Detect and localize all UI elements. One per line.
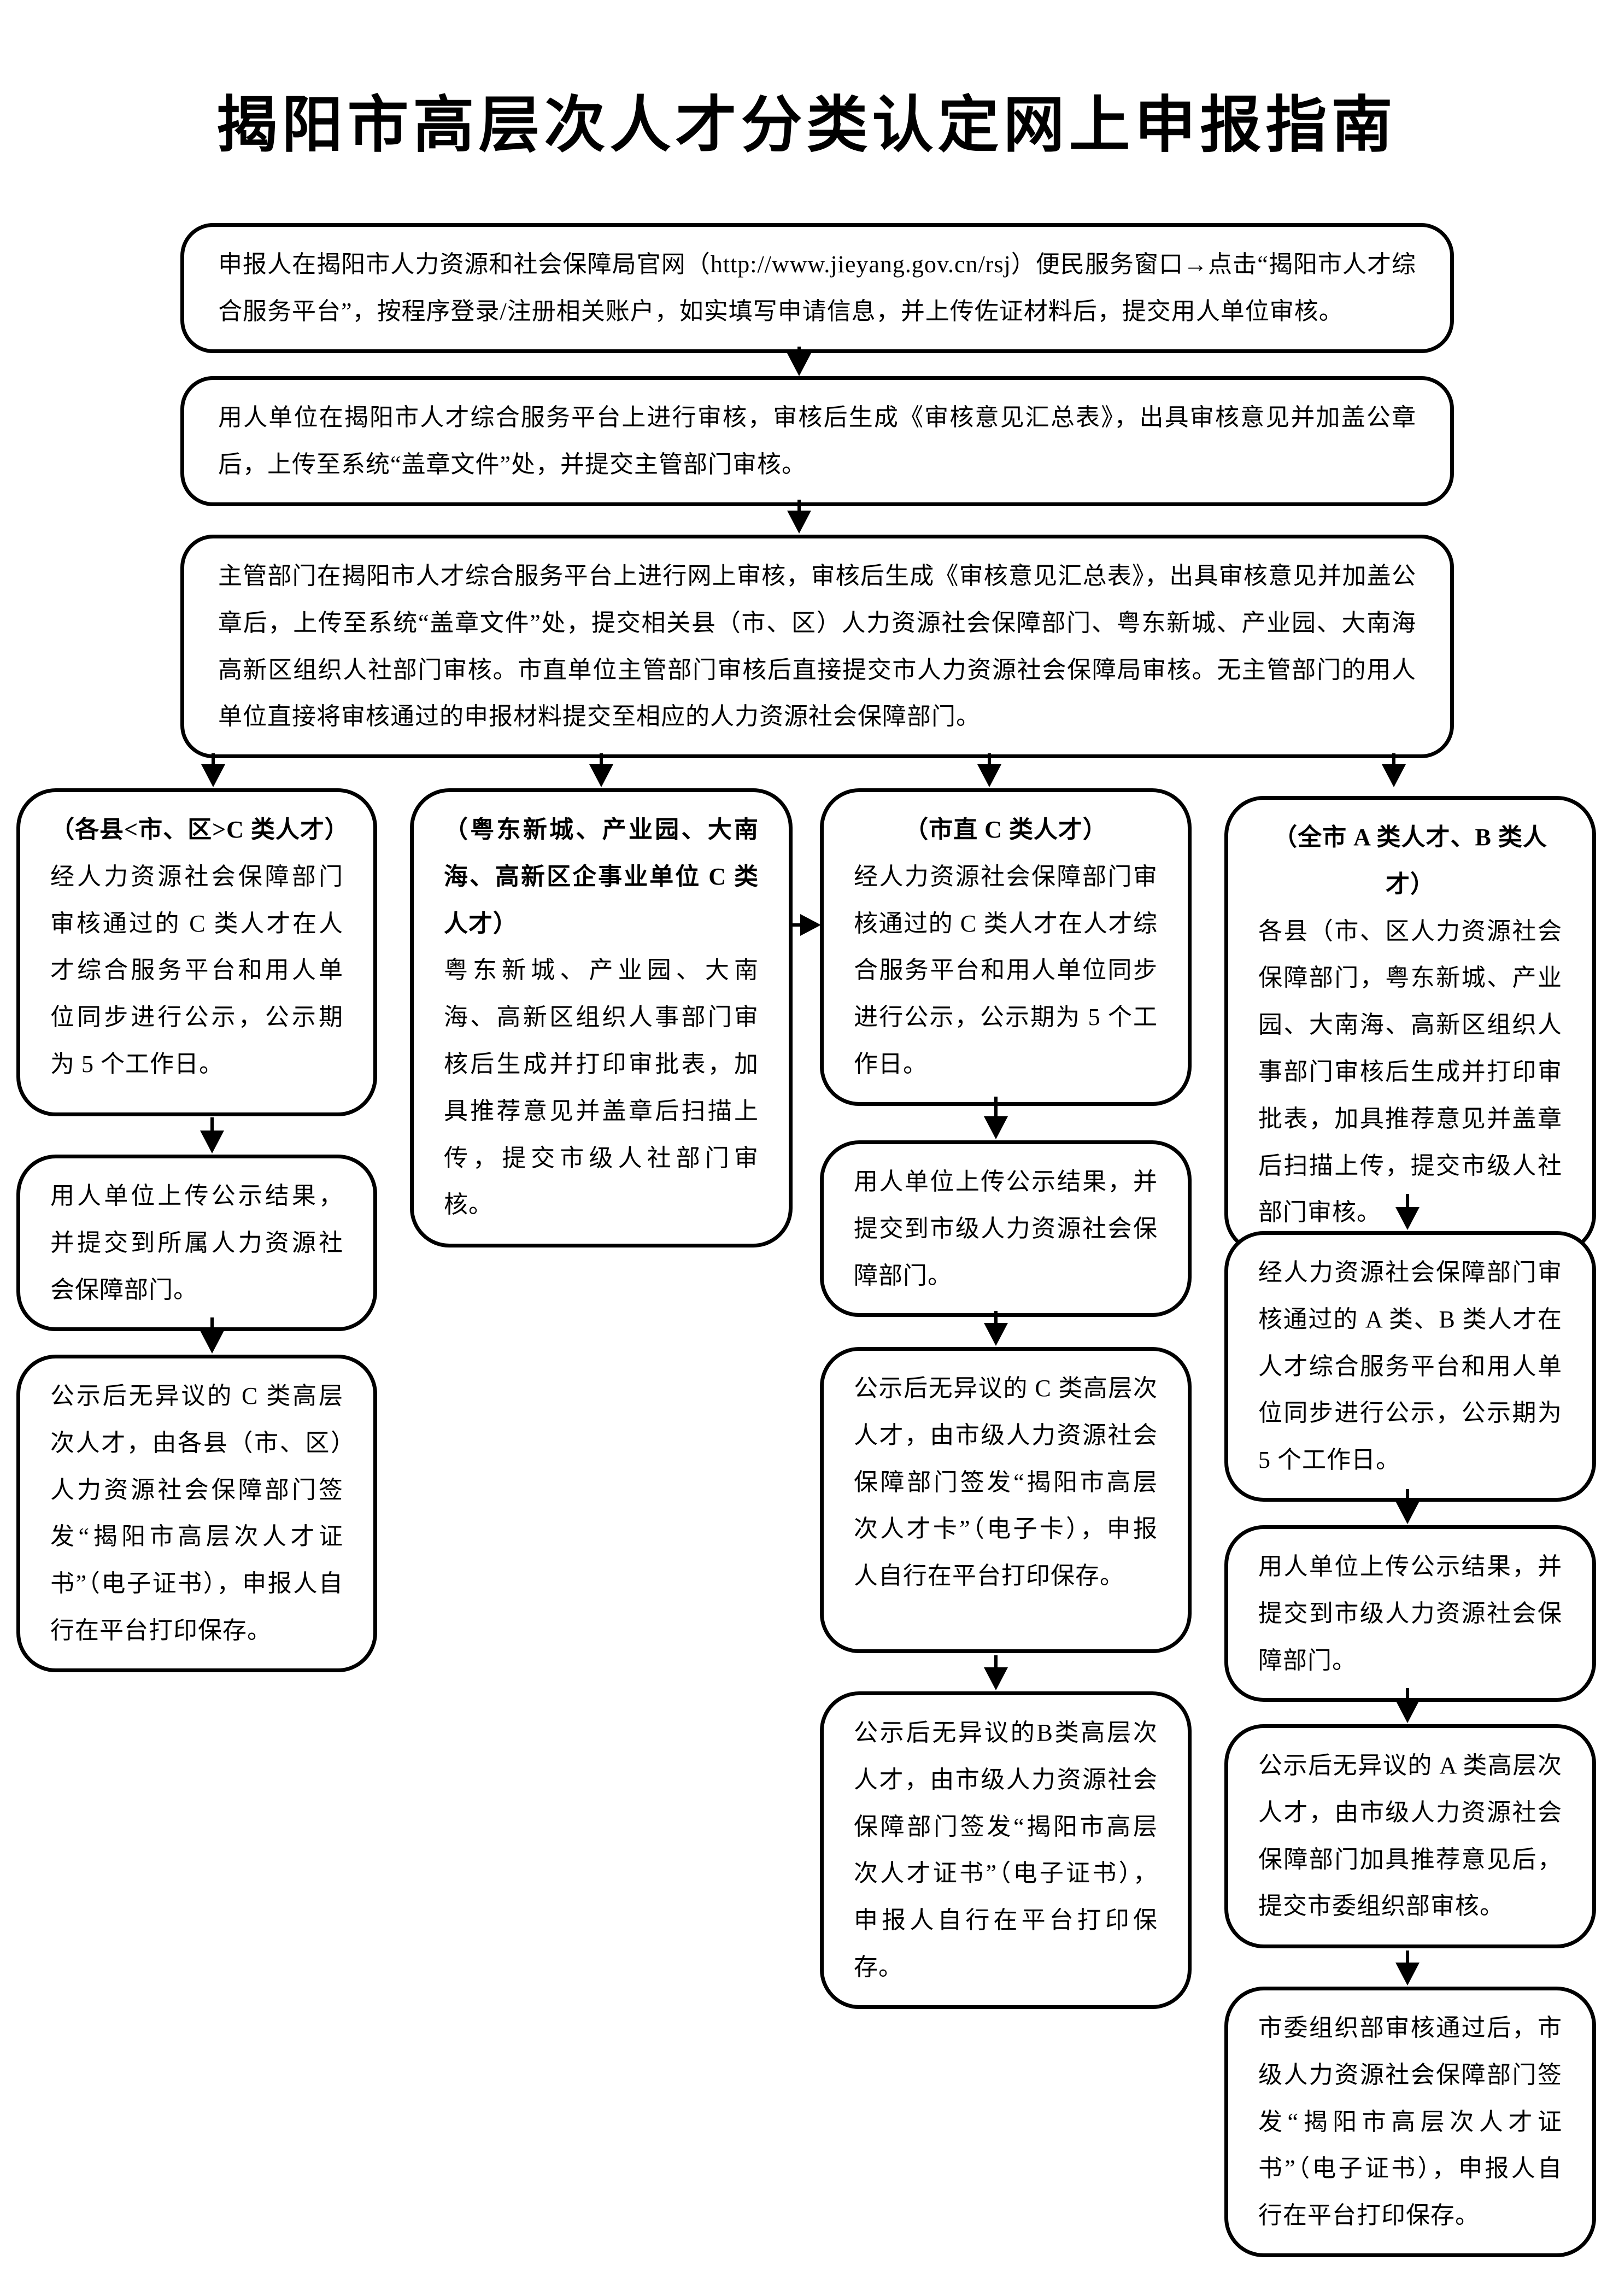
county-c-publicity-box: （各县<市、区>C 类人才） 经人力资源社会保障部门审核通过的 C 类人才在人才…: [16, 788, 377, 1116]
arrow-zones-to-city-icon: [790, 914, 821, 936]
ab-upload-text: 用人单位上传公示结果，并提交到市级人力资源社会保障部门。: [1258, 1553, 1562, 1674]
city-c-upload-result-box: 用人单位上传公示结果，并提交到市级人力资源社会保障部门。: [820, 1140, 1192, 1317]
a-org-review-text: 公示后无异议的 A 类高层次人才，由市级人力资源社会保障部门加具推荐意见后，提交…: [1258, 1752, 1562, 1920]
step2-text: 用人单位在揭阳市人才综合服务平台上进行审核，审核后生成《审核意见汇总表》，出具审…: [218, 404, 1416, 478]
step1-text: 申报人在揭阳市人力资源和社会保障局官网（http://www.jieyang.g…: [218, 251, 1416, 325]
arrow-step1-to-step2-icon: [787, 347, 811, 376]
branch-arrow-col3-icon: [977, 753, 1001, 787]
arrow-county-1-icon: [200, 1117, 224, 1153]
zones-c-header: （粤东新城、产业园、大南海、高新区企事业单位 C 类人才）: [444, 816, 759, 937]
branch-arrow-col2-icon: [589, 753, 613, 787]
arrow-ab-1-icon: [1395, 1194, 1420, 1230]
county-c-publicity-text: 经人力资源社会保障部门审核通过的 C 类人才在人才综合服务平台和用人单位同步进行…: [50, 863, 343, 1077]
city-c-publicity-text: 经人力资源社会保障部门审核通过的 C 类人才在人才综合服务平台和用人单位同步进行…: [854, 863, 1158, 1077]
arrow-step2-to-step3-icon: [787, 500, 811, 534]
branch-arrow-col4-icon: [1382, 753, 1406, 787]
ab-approval-box: （全市 A 类人才、B 类人才） 各县（市、区人力资源社会保障部门，粤东新城、产…: [1224, 796, 1596, 1255]
arrow-city-2-icon: [984, 1311, 1008, 1346]
arrow-city-1-icon: [984, 1097, 1008, 1139]
city-c-card-box: 公示后无异议的 C 类高层次人才，由市级人力资源社会保障部门签发“揭阳市高层次人…: [820, 1347, 1192, 1653]
a-org-review-box: 公示后无异议的 A 类高层次人才，由市级人力资源社会保障部门加具推荐意见后，提交…: [1224, 1724, 1596, 1948]
arrow-ab-4-icon: [1395, 1951, 1420, 1985]
county-c-certificate-box: 公示后无异议的 C 类高层次人才，由各县（市、区）人力资源社会保障部门签发“揭阳…: [16, 1355, 377, 1672]
a-certificate-box: 市委组织部审核通过后，市级人力资源社会保障部门签发“揭阳市高层次人才证书”（电子…: [1224, 1987, 1596, 2257]
city-c-publicity-box: （市直 C 类人才） 经人力资源社会保障部门审核通过的 C 类人才在人才综合服务…: [820, 788, 1192, 1106]
city-b-certificate-box: 公示后无异议的B类高层次人才，由市级人力资源社会保障部门签发“揭阳市高层次人才证…: [820, 1691, 1192, 2009]
arrow-ab-2-icon: [1395, 1489, 1420, 1524]
arrow-city-3-icon: [984, 1655, 1008, 1690]
step3-supervisor-review-box: 主管部门在揭阳市人才综合服务平台上进行网上审核，审核后生成《审核意见汇总表》，出…: [180, 535, 1454, 759]
ab-publicity-box: 经人力资源社会保障部门审核通过的 A 类、B 类人才在人才综合服务平台和用人单位…: [1224, 1231, 1596, 1502]
zones-c-approval-text: 粤东新城、产业园、大南海、高新区组织人事部门审核后生成并打印审批表，加具推荐意见…: [444, 957, 759, 1219]
ab-approval-text: 各县（市、区人力资源社会保障部门，粤东新城、产业园、大南海、高新区组织人事部门审…: [1258, 917, 1562, 1226]
county-c-upload-result-box: 用人单位上传公示结果，并提交到所属人力资源社会保障部门。: [16, 1155, 377, 1332]
county-c-header: （各县<市、区>C 类人才）: [50, 816, 349, 843]
ab-header: （全市 A 类人才、B 类人才）: [1273, 824, 1547, 898]
a-certificate-text: 市委组织部审核通过后，市级人力资源社会保障部门签发“揭阳市高层次人才证书”（电子…: [1258, 2014, 1562, 2229]
city-c-upload-text: 用人单位上传公示结果，并提交到市级人力资源社会保障部门。: [854, 1168, 1158, 1289]
county-c-certificate-text: 公示后无异议的 C 类高层次人才，由各县（市、区）人力资源社会保障部门签发“揭阳…: [50, 1383, 343, 1644]
step1-applicant-apply-box: 申报人在揭阳市人力资源和社会保障局官网（http://www.jieyang.g…: [180, 223, 1454, 353]
zones-c-approval-box: （粤东新城、产业园、大南海、高新区企事业单位 C 类人才） 粤东新城、产业园、大…: [410, 788, 793, 1247]
step2-employer-review-box: 用人单位在揭阳市人才综合服务平台上进行审核，审核后生成《审核意见汇总表》，出具审…: [180, 376, 1454, 506]
page-title: 揭阳市高层次人才分类认定网上申报指南: [216, 92, 1397, 160]
ab-upload-result-box: 用人单位上传公示结果，并提交到市级人力资源社会保障部门。: [1224, 1525, 1596, 1702]
city-b-certificate-text: 公示后无异议的B类高层次人才，由市级人力资源社会保障部门签发“揭阳市高层次人才证…: [854, 1719, 1158, 1981]
city-c-card-text: 公示后无异议的 C 类高层次人才，由市级人力资源社会保障部门签发“揭阳市高层次人…: [854, 1375, 1158, 1590]
arrow-ab-3-icon: [1395, 1688, 1420, 1723]
county-c-upload-text: 用人单位上传公示结果，并提交到所属人力资源社会保障部门。: [50, 1182, 343, 1303]
branch-arrow-col1-icon: [201, 753, 225, 787]
step3-text: 主管部门在揭阳市人才综合服务平台上进行网上审核，审核后生成《审核意见汇总表》，出…: [218, 563, 1416, 730]
city-c-header: （市直 C 类人才）: [904, 816, 1107, 843]
arrow-county-2-icon: [200, 1317, 224, 1354]
ab-publicity-text: 经人力资源社会保障部门审核通过的 A 类、B 类人才在人才综合服务平台和用人单位…: [1258, 1259, 1562, 1474]
